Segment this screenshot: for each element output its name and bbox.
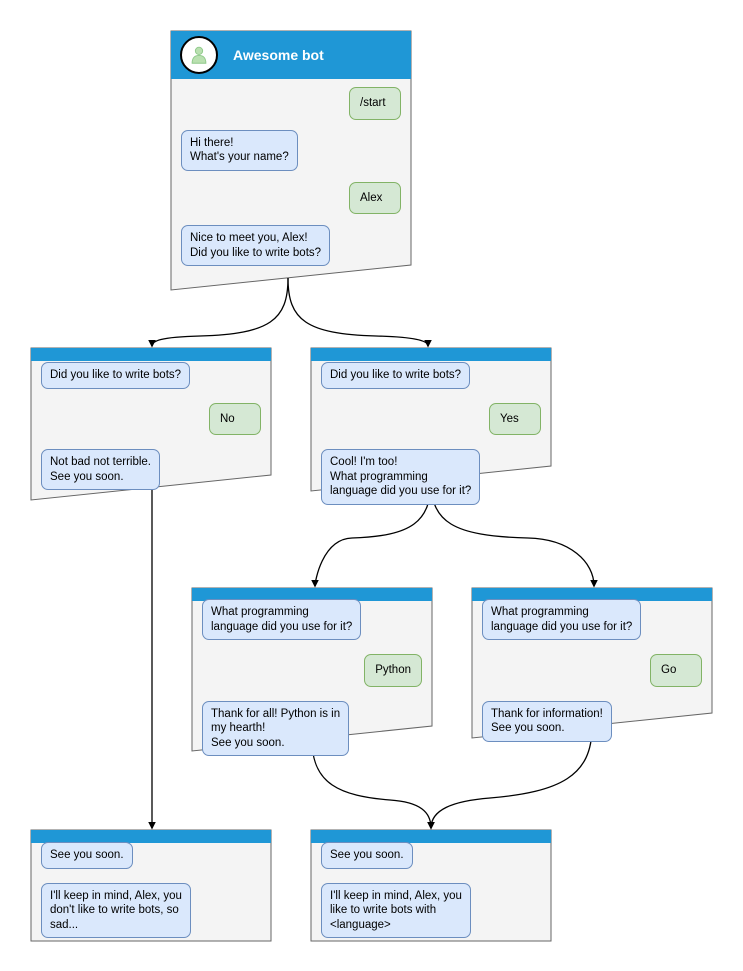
bot-message: See you soon. — [321, 842, 413, 869]
message-row: Did you like to write bots? — [41, 362, 261, 389]
message-row: See you soon. — [321, 842, 541, 869]
chat-node-lang-python[interactable]: What programming language did you use fo… — [192, 588, 432, 756]
chat-node-answer-no[interactable]: Did you like to write bots? No Not bad n… — [31, 348, 271, 493]
chat-node-lang-go[interactable]: What programming language did you use fo… — [472, 588, 712, 742]
bot-message: What programming language did you use fo… — [202, 599, 362, 640]
message-row: Hi there! What's your name? — [181, 129, 401, 171]
message-row: Nice to meet you, Alex! Did you like to … — [181, 225, 401, 266]
avatar — [180, 36, 218, 74]
user-message: Python — [364, 654, 422, 687]
node-header-answer-no — [31, 348, 271, 361]
message-row: Python — [202, 654, 422, 687]
message-row: What programming language did you use fo… — [202, 599, 422, 640]
bot-message: Nice to meet you, Alex! Did you like to … — [181, 225, 331, 266]
bot-title: Awesome bot — [233, 47, 324, 63]
chat-node-end-yes[interactable]: See you soon. I'll keep in mind, Alex, y… — [311, 830, 551, 941]
bot-message: Not bad not terrible. See you soon. — [41, 449, 161, 490]
node-header-end-no — [31, 830, 271, 843]
message-row: Alex — [181, 181, 401, 214]
node-header-lang-go — [472, 588, 712, 601]
connector-yes-to-go — [430, 479, 598, 588]
message-row: I'll keep in mind, Alex, you don't like … — [41, 882, 261, 938]
chat-node-answer-yes[interactable]: Did you like to write bots? Yes Cool! I'… — [311, 348, 551, 505]
node-header-lang-python — [192, 588, 432, 601]
chat-node-start[interactable]: Awesome bot /start Hi there! What's your… — [171, 31, 411, 266]
connector-python-to-end-yes — [311, 739, 435, 830]
node-header-answer-yes — [311, 348, 551, 361]
user-message: Alex — [349, 181, 401, 214]
bot-message: I'll keep in mind, Alex, you like to wri… — [321, 882, 471, 938]
connector-go-to-end-yes — [427, 726, 593, 830]
user-message: /start — [349, 87, 401, 120]
bot-message: Did you like to write bots? — [321, 362, 471, 389]
message-row: See you soon. — [41, 842, 261, 869]
message-row: Thank for all! Python is in my hearth! S… — [202, 700, 422, 756]
message-row: What programming language did you use fo… — [482, 599, 702, 640]
user-message: Go — [650, 654, 702, 687]
message-row: Cool! I'm too! What programming language… — [321, 449, 541, 505]
user-message: No — [209, 402, 261, 435]
bot-message: Thank for information! See you soon. — [482, 700, 612, 742]
bot-message: I'll keep in mind, Alex, you don't like … — [41, 882, 191, 938]
bot-message: Hi there! What's your name? — [181, 129, 298, 171]
message-row: Thank for information! See you soon. — [482, 700, 702, 742]
message-row: Yes — [321, 402, 541, 435]
message-row: Not bad not terrible. See you soon. — [41, 449, 261, 490]
person-icon — [191, 46, 207, 64]
bot-message: Thank for all! Python is in my hearth! S… — [202, 700, 350, 756]
bot-message: See you soon. — [41, 842, 133, 869]
bot-message: What programming language did you use fo… — [482, 599, 642, 640]
message-row: /start — [181, 87, 401, 120]
connector-yes-to-python — [311, 479, 432, 588]
connector-start-to-no — [148, 277, 289, 348]
node-header-start: Awesome bot — [171, 31, 411, 79]
message-row: I'll keep in mind, Alex, you like to wri… — [321, 882, 541, 938]
bot-message: Did you like to write bots? — [41, 362, 191, 389]
message-row: Did you like to write bots? — [321, 362, 541, 389]
bot-message: Cool! I'm too! What programming language… — [321, 449, 481, 505]
message-row: No — [41, 402, 261, 435]
chat-node-end-no[interactable]: See you soon. I'll keep in mind, Alex, y… — [31, 830, 271, 941]
message-row: Go — [482, 654, 702, 687]
user-message: Yes — [489, 402, 541, 435]
node-header-end-yes — [311, 830, 551, 843]
connector-start-to-yes — [287, 277, 432, 348]
